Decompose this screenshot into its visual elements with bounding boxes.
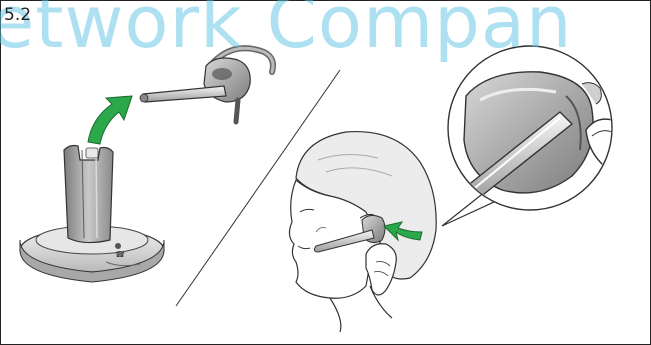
base-station-icon: ☎ [20,146,164,283]
lift-arrow-icon [88,96,132,144]
watermark-text: etwork Compan [0,0,573,58]
figure-number: 5.2 [4,5,31,25]
svg-text:☎: ☎ [115,250,125,259]
zoom-callout [442,46,650,226]
